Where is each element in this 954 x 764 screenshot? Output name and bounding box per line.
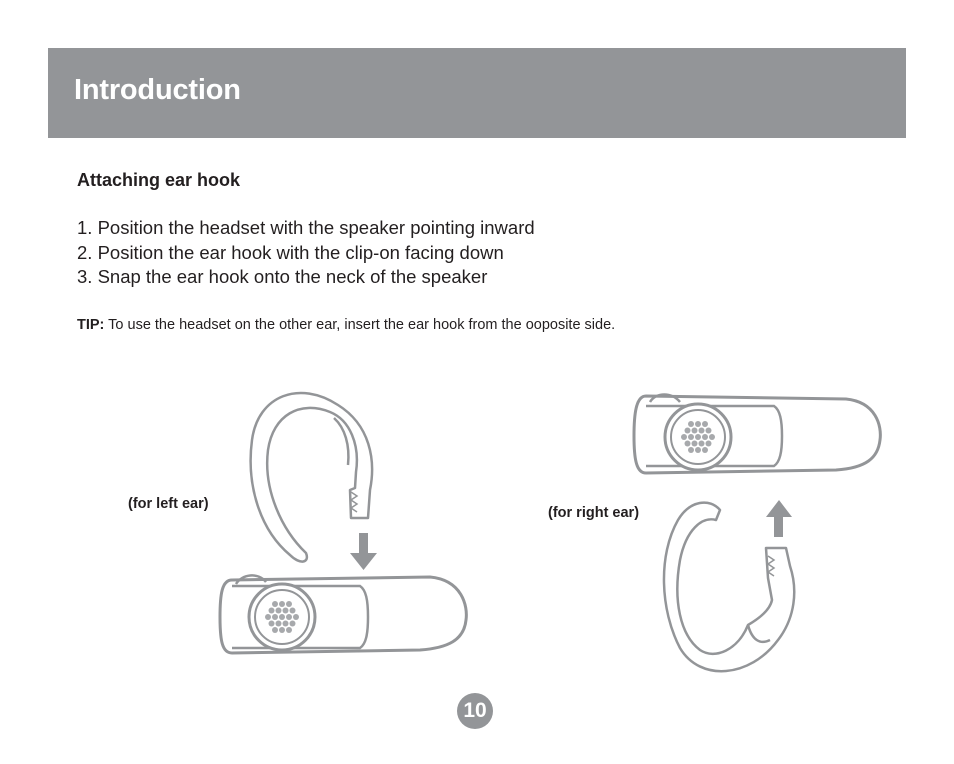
left-headset [218,574,468,655]
step-item: 2. Position the ear hook with the clip-o… [77,241,504,263]
tip-note: TIP: To use the headset on the other ear… [77,317,615,333]
arrow-up-icon [766,500,792,537]
arrow-down-icon [350,533,377,570]
tip-label: TIP: [77,317,105,333]
right-ear-caption: (for right ear) [548,505,640,521]
header-bar [48,48,906,138]
left-ear-caption: (for left ear) [128,496,209,512]
step-item: 1. Position the headset with the speaker… [77,217,535,238]
right-ear-hook-clip-teeth [766,555,776,577]
page-title: Introduction [74,74,241,106]
section-heading: Attaching ear hook [77,170,241,190]
tip-text: To use the headset on the other ear, ins… [104,317,616,333]
page-number: 10 [457,693,493,729]
right-headset [632,393,882,475]
right-ear-hook [662,501,796,673]
step-item: 3. Snap the ear hook onto the neck of th… [77,266,488,287]
left-ear-hook-clip-teeth [349,491,359,513]
steps-list: 1. Position the headset with the speaker… [77,216,535,290]
left-ear-hook [249,391,374,563]
